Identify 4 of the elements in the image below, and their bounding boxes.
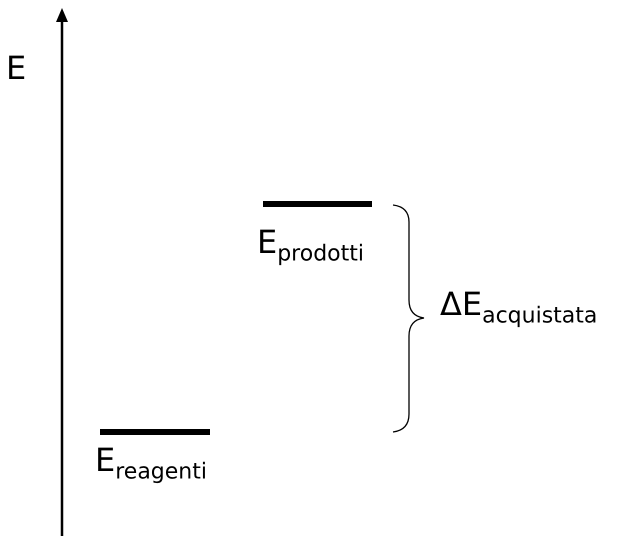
axis-label: E bbox=[6, 52, 26, 84]
energy-difference-label: ΔE$_{acquistata}$ bbox=[440, 288, 598, 328]
energy-label: E$_{reagenti}$ bbox=[95, 444, 207, 484]
energy-label: E$_{prodotti}$ bbox=[257, 226, 364, 266]
